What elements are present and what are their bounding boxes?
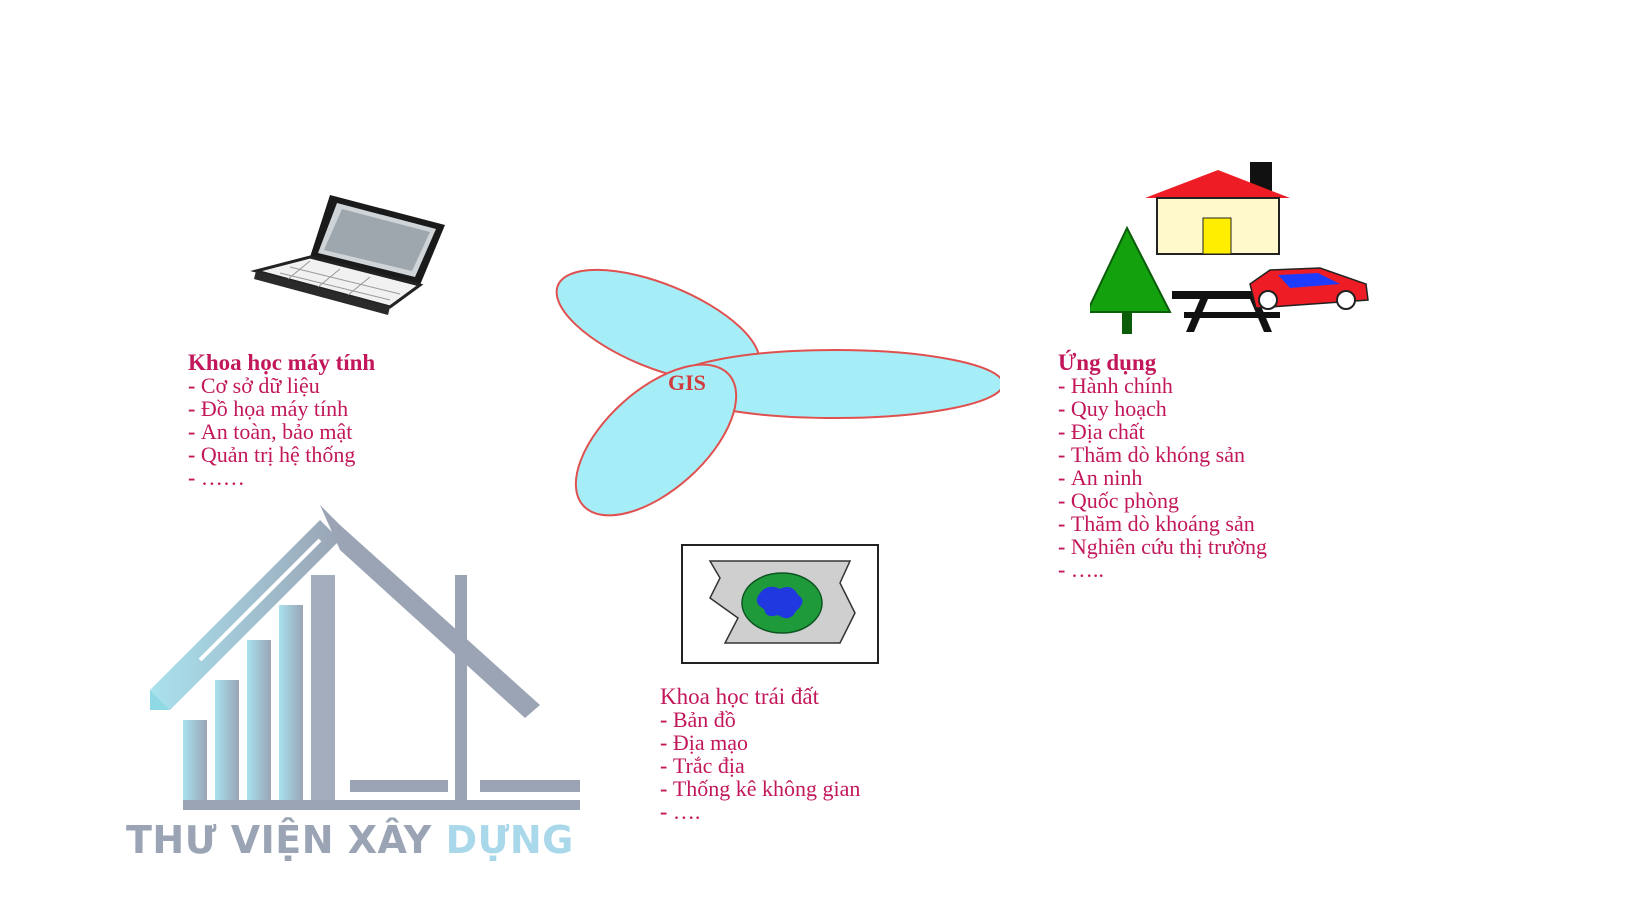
car-icon: [1249, 267, 1369, 310]
applications-illustration: [1090, 162, 1369, 334]
list-item: …..: [1058, 558, 1267, 581]
earth-science-title: Khoa học trái đất: [660, 684, 820, 709]
list-item: Trắc địa: [660, 754, 860, 777]
computer-science-title: Khoa học máy tính: [188, 350, 376, 375]
list-item: An ninh: [1058, 466, 1267, 489]
list-item: Thăm dò khóng sản: [1058, 443, 1267, 466]
list-item: Nghiên cứu thị trường: [1058, 535, 1267, 558]
list-item: Thống kê không gian: [660, 777, 861, 800]
applications-block: Ứng dụng Hành chính Quy hoạch Địa chất T…: [1058, 351, 1267, 581]
list-item: Địa chất: [1058, 420, 1267, 443]
list-item: Thăm dò khoáng sản: [1058, 512, 1267, 535]
list-item: Bản đồ: [660, 708, 860, 731]
house-icon: [1145, 162, 1290, 255]
list-item: An toàn, bảo mật: [188, 420, 375, 443]
list-item: Quản trị hệ thống: [188, 443, 375, 466]
watermark-part1: THƯ VIỆN XÂY: [126, 818, 446, 862]
laptop-icon: [250, 195, 445, 315]
list-item: ……: [188, 466, 375, 489]
tree-icon: [1090, 225, 1172, 334]
gis-propeller: GIS: [555, 268, 1000, 517]
gis-label: GIS: [668, 370, 706, 395]
earth-map-icon: [681, 544, 879, 664]
watermark-text: THƯ VIỆN XÂY DỰNG: [126, 818, 574, 862]
list-item: ….: [660, 800, 860, 823]
list-item: Quy hoạch: [1058, 397, 1267, 420]
list-item: Quốc phòng: [1058, 489, 1267, 512]
applications-title: Ứng dụng: [1058, 350, 1157, 375]
earth-science-block: Khoa học trái đất Bản đồ Địa mạo Trắc đị…: [660, 685, 860, 823]
list-item: Cơ sở dữ liệu: [188, 374, 375, 397]
computer-science-block: Khoa học máy tính Cơ sở dữ liệu Đồ họa m…: [188, 351, 375, 489]
list-item: Đồ họa máy tính: [188, 397, 375, 420]
list-item: Hành chính: [1058, 374, 1267, 397]
watermark-part2: DỰNG: [445, 818, 574, 862]
list-item: Địa mạo: [660, 731, 860, 754]
